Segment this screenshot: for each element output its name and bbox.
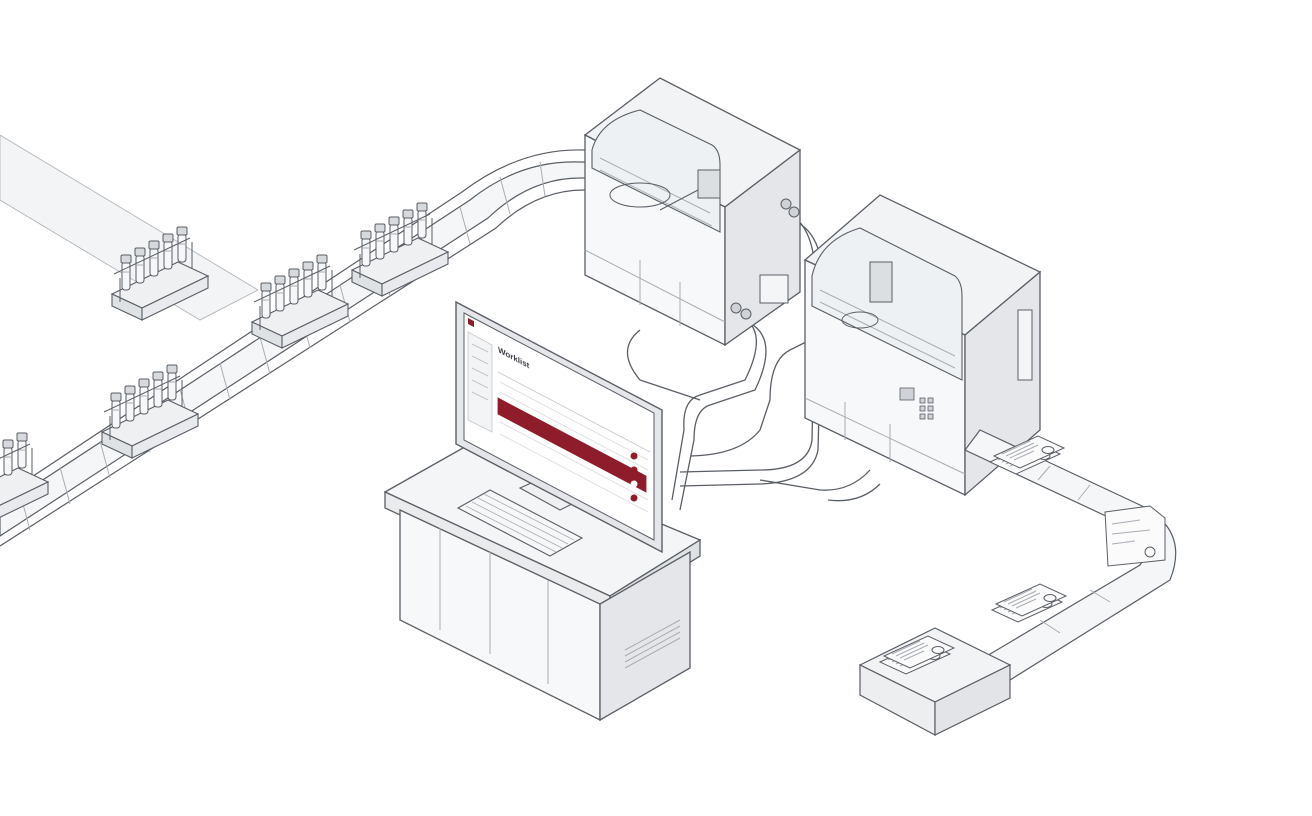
output-tray bbox=[858, 627, 1012, 736]
worklist-table[interactable] bbox=[497, 371, 651, 513]
row-status-icon bbox=[630, 494, 638, 502]
screen-sidebar bbox=[467, 331, 493, 433]
table-row bbox=[499, 421, 649, 501]
sidebar-items[interactable] bbox=[471, 343, 489, 401]
table-row bbox=[499, 391, 649, 471]
sample-rack bbox=[252, 255, 348, 348]
table-row bbox=[499, 381, 649, 461]
sample-rack bbox=[352, 203, 448, 296]
report-sheet bbox=[1104, 505, 1166, 567]
table-row bbox=[499, 433, 649, 513]
worklist-window[interactable]: Worklist bbox=[467, 318, 651, 513]
row-status-icon bbox=[630, 466, 638, 474]
table-row-selected bbox=[497, 397, 647, 493]
analyzer-unit-1 bbox=[583, 77, 802, 347]
sample-rack bbox=[102, 365, 198, 458]
row-status-icon bbox=[630, 480, 638, 488]
keyboard[interactable] bbox=[456, 489, 584, 557]
workstation-desk bbox=[383, 443, 702, 722]
window-logo-icon bbox=[468, 318, 474, 328]
row-status-icon bbox=[630, 452, 638, 460]
monitor bbox=[455, 300, 663, 554]
